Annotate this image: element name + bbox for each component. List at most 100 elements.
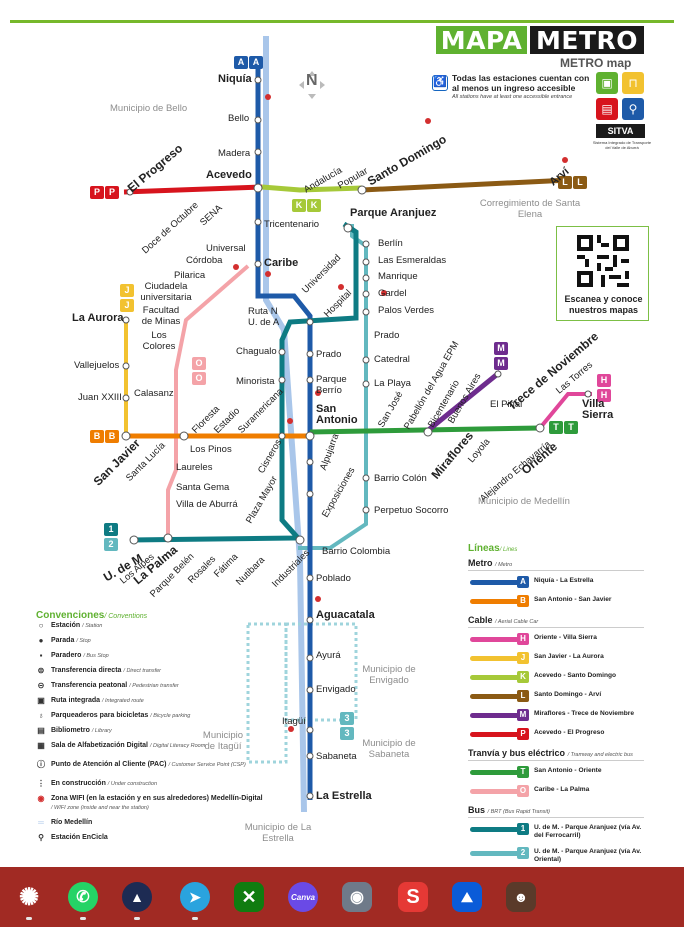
label-caribe[interactable]: Caribe (264, 257, 299, 269)
legend-line-name: Oriente - Villa Sierra (534, 634, 597, 641)
label-catedral[interactable]: Catedral (374, 354, 410, 365)
label-calasanz[interactable]: Calasanz (134, 388, 174, 399)
label-ayura[interactable]: Ayurá (316, 650, 341, 661)
label-niquia[interactable]: Niquía (218, 73, 252, 85)
label-acevedo[interactable]: Acevedo (206, 169, 252, 181)
label-bello[interactable]: Bello (228, 113, 250, 124)
label-ruta-n[interactable]: Ruta N (248, 306, 278, 317)
label-perpetuo-socorro[interactable]: Perpetuo Socorro (374, 505, 449, 516)
label-santa-gema[interactable]: Santa Gema (176, 482, 230, 493)
label-villa-aburra[interactable]: Villa de Aburrá (176, 499, 238, 510)
region-envigado: Municipio de Envigado (362, 664, 416, 686)
convention-row: ●Parada / Stop (36, 636, 266, 651)
whatsapp-icon[interactable]: ✆ (68, 882, 98, 912)
label-la-aurora[interactable]: La Aurora (72, 312, 124, 324)
label-san-antonio[interactable]: San Antonio (316, 403, 358, 426)
app-indicator (26, 917, 32, 920)
label-juan-xxiii[interactable]: Juan XXIII (78, 392, 122, 403)
label-barrio-colombia[interactable]: Barrio Colombia (322, 546, 391, 557)
label-berlin[interactable]: Berlín (378, 238, 403, 249)
label-pilarica[interactable]: Pilarica (174, 270, 206, 281)
browser-icon[interactable]: ▲ (122, 882, 152, 912)
label-tricentenario[interactable]: Tricentenario (264, 219, 320, 230)
line-o (166, 264, 250, 540)
legend-line-name: Acevedo - El Progreso (534, 729, 605, 736)
canva-icon[interactable]: Canva (288, 882, 318, 912)
label-el-pinal[interactable]: El Pinal (490, 399, 523, 410)
badge-line-m: M (494, 342, 508, 355)
photo-icon[interactable]: ☻ (506, 882, 536, 912)
camera-icon[interactable]: ◉ (342, 882, 372, 912)
paramount-icon[interactable]: ⛰ (452, 882, 482, 912)
label-parque-aranjuez[interactable]: Parque Aranjuez (350, 207, 437, 219)
station-ayura (306, 654, 314, 662)
label-poblado[interactable]: Poblado (316, 573, 351, 584)
label-gardel[interactable]: Gardel (378, 288, 407, 299)
legend-line-swatch (470, 732, 522, 737)
legend-line-badge: H (517, 633, 529, 645)
legend-tram-en: / Tramway and electric bus (567, 752, 633, 758)
compass: N (298, 70, 326, 100)
legend-line-badge: M (517, 709, 529, 721)
label-palos-verdes[interactable]: Palos Verdes (378, 305, 434, 316)
legend-line-badge: B (517, 595, 529, 607)
title-metro: METRO (530, 26, 644, 55)
label-sabaneta[interactable]: Sabaneta (316, 751, 357, 762)
label-prado-l2[interactable]: Prado (374, 330, 400, 341)
label-envigado[interactable]: Envigado (316, 684, 356, 695)
label-manrique[interactable]: Manrique (378, 271, 418, 282)
station-floresta (179, 431, 189, 441)
label-las-esmeraldas[interactable]: Las Esmeraldas (378, 255, 447, 266)
label-parque-berrio[interactable]: Parque Berrío (316, 374, 347, 396)
title-subtitle: METRO map (560, 56, 632, 70)
label-la-playa[interactable]: La Playa (374, 378, 411, 389)
legend-line-badge: J (517, 652, 529, 664)
construction-outline-2 (284, 622, 358, 722)
convention-symbol-icon: ▪ (39, 651, 43, 660)
chatgpt-icon[interactable]: ✺ (18, 883, 40, 911)
label-laureles[interactable]: Laureles (176, 462, 213, 473)
label-prado[interactable]: Prado (316, 349, 342, 360)
xbox-icon[interactable]: ✕ (234, 882, 264, 912)
label-universal[interactable]: Universal (206, 243, 246, 254)
station-envigado (306, 686, 314, 694)
qr-panel[interactable]: Escanea y conoce nuestros mapas (556, 226, 649, 321)
legend-rule (468, 627, 644, 628)
label-aguacatala[interactable]: Aguacatala (316, 609, 375, 621)
label-minorista[interactable]: Minorista (236, 376, 275, 387)
station-la-estrella (306, 792, 314, 800)
label-chaguala[interactable]: Chagualo (236, 346, 277, 357)
stations-a (253, 76, 315, 800)
legend-line-name: U. de M. - Parque Aranjuez (vía Av. Orie… (534, 848, 642, 863)
telegram-icon[interactable]: ➤ (180, 882, 210, 912)
line-p (123, 184, 263, 195)
label-cordoba[interactable]: Córdoba (186, 255, 223, 266)
convention-row: ⋮En construcción / Under construction (36, 779, 266, 794)
legend-line-swatch (470, 713, 522, 718)
legend-tram-head: Tranvía y bus eléctrico / Tramway and el… (468, 748, 644, 758)
accessibility-text: Todas las estaciones cuentan con al meno… (452, 73, 590, 93)
label-barrio-colon[interactable]: Barrio Colón (374, 473, 427, 484)
convention-label-en: / Library (91, 728, 112, 734)
station-aguacatala (306, 616, 314, 624)
station-prado (306, 350, 314, 358)
line-l (361, 177, 571, 193)
convention-symbol-icon: ▤ (37, 726, 45, 735)
convention-label: Ruta integrada (51, 697, 101, 704)
badge-line-a-label: A (234, 56, 248, 69)
station-ude-m (129, 535, 139, 545)
scribd-icon[interactable]: S (398, 882, 428, 912)
label-madera[interactable]: Madera (218, 148, 251, 159)
label-facultad[interactable]: Facultad de Minas (141, 305, 181, 327)
label-ciudadela[interactable]: Ciudadela universitaria (140, 281, 192, 303)
label-vallejuelos[interactable]: Vallejuelos (74, 360, 120, 371)
label-los-pinos[interactable]: Los Pinos (190, 444, 232, 455)
label-itagui[interactable]: Itagüí (282, 716, 306, 727)
label-villa-sierra[interactable]: Villa Sierra (582, 398, 614, 421)
qr-code-icon[interactable] (577, 235, 629, 287)
label-los-colores[interactable]: Los Colores (142, 330, 176, 352)
label-la-estrella[interactable]: La Estrella (316, 790, 372, 802)
label-ude-a[interactable]: U. de A (248, 317, 280, 328)
station-tricentenario (254, 218, 262, 226)
